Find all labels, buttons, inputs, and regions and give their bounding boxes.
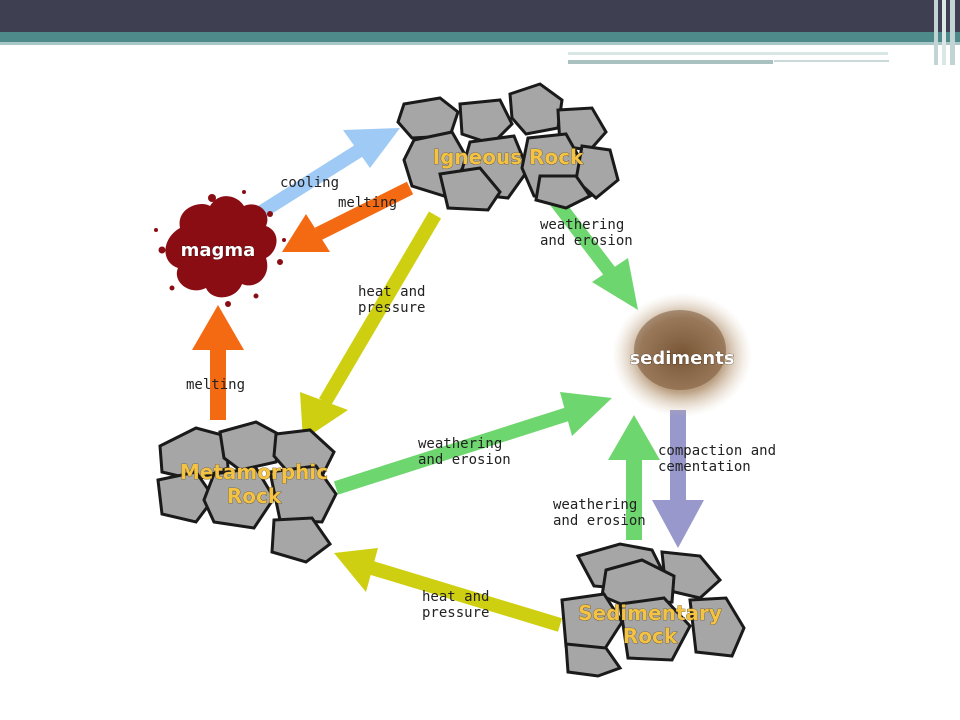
arrow-heat-igneous — [300, 211, 442, 440]
label-compaction-line1: compaction and — [658, 443, 776, 459]
label-weathering-igneous-line2: and erosion — [540, 233, 633, 249]
slide-corner-stripe — [942, 0, 946, 65]
label-heat-igneous-line1: heat and — [358, 284, 425, 300]
sedimentary-rock-label-line2: Rock — [623, 624, 678, 648]
slide-corner-stripe — [950, 0, 955, 65]
label-weathering-igneous-line1: weathering — [540, 217, 624, 233]
arrow-weathering-sedimentary — [608, 415, 660, 540]
metamorphic-rock-label-line2: Rock — [227, 484, 282, 508]
slide-decor-line — [774, 60, 889, 62]
arrow-weathering-metamorphic — [333, 392, 612, 495]
sediments-label: sediments — [629, 348, 734, 369]
slide-header-accent-thin — [0, 42, 960, 45]
magma-label: magma — [181, 240, 256, 261]
slide-corner-stripe — [934, 0, 938, 65]
arrow-melting-igneous — [282, 181, 414, 252]
slide-decor-line — [568, 60, 773, 64]
slide-header-bar — [0, 0, 960, 32]
label-cooling: cooling — [280, 175, 339, 191]
sedimentary-rock-label-line1: Sedimentary — [578, 601, 722, 625]
igneous-rock-node — [396, 82, 620, 212]
label-weathering-metamorphic-line1: weathering — [418, 436, 502, 452]
igneous-rock-label: Igneous Rock — [433, 145, 584, 169]
sedimentary-rock-node — [560, 542, 746, 678]
metamorphic-rock-label-line1: Metamorphic — [180, 460, 328, 484]
arrow-heat-sedimentary — [334, 548, 563, 632]
label-weathering-sedimentary-line1: weathering — [553, 497, 637, 513]
label-heat-sedimentary-line2: pressure — [422, 605, 489, 621]
label-melting-igneous: melting — [338, 195, 397, 211]
arrow-weathering-igneous — [549, 195, 638, 310]
arrow-cooling — [248, 128, 400, 224]
slide-header-accent — [0, 32, 960, 42]
sediments-node: sediments — [612, 293, 752, 417]
arrow-compaction — [652, 410, 704, 548]
slide-decor-line — [568, 52, 888, 55]
magma-node: magma — [154, 190, 286, 307]
metamorphic-rock-node — [156, 420, 338, 564]
arrow-melting-metamorphic — [192, 305, 244, 420]
label-melting-metamorphic: melting — [186, 377, 245, 393]
label-compaction-line2: cementation — [658, 459, 751, 475]
label-weathering-metamorphic-line2: and erosion — [418, 452, 511, 468]
label-heat-igneous-line2: pressure — [358, 300, 425, 316]
label-heat-sedimentary-line1: heat and — [422, 589, 489, 605]
label-weathering-sedimentary-line2: and erosion — [553, 513, 646, 529]
